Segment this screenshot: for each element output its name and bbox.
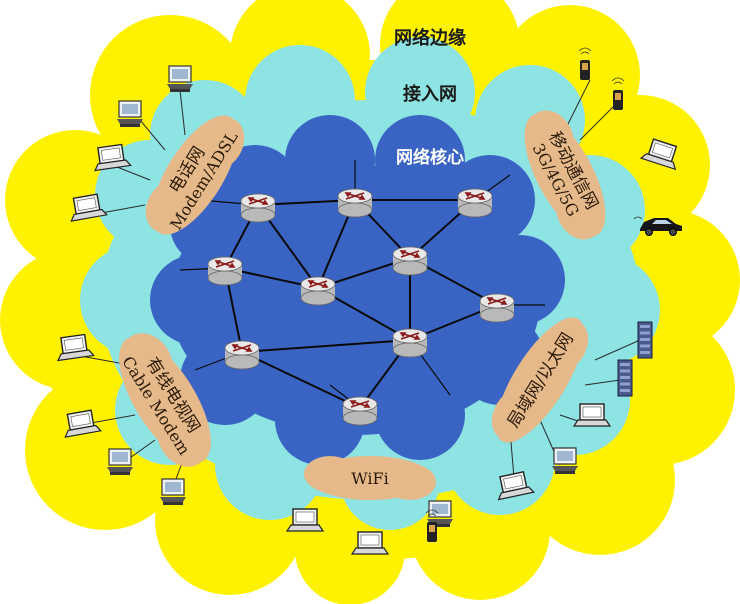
laptop-icon [639,138,678,171]
laptop-icon [350,531,390,555]
mobile-phone-icon [425,509,439,542]
desktop-icon [117,100,143,127]
car-icon [633,216,682,236]
router-icon [224,340,260,370]
server-icon [637,321,653,359]
laptop-icon [285,508,325,532]
router-icon [300,276,336,306]
router-icon [392,246,428,276]
wifi-network-label: WiFi [351,469,389,488]
desktop-icon [160,478,186,505]
server-icon [617,359,633,397]
laptop-icon [56,333,95,362]
desktop-icon [167,65,193,92]
router-icon [207,256,243,286]
router-icon [479,293,515,323]
core-routers [207,188,515,426]
lan-network-blob: 局域网/以太网 [491,317,589,443]
access-network-label: 接入网 [403,83,457,105]
router-icon [342,396,378,426]
desktop-icon [427,500,453,527]
router-icon [337,188,373,218]
network-core-label: 网络核心 [396,147,464,168]
laptop-icon [70,193,108,222]
router-icon [240,193,276,223]
laptop-icon [93,143,132,172]
laptop-icon [497,471,536,501]
mobile-phone-icon [578,47,592,80]
desktop-icon [552,447,578,474]
router-icon [392,328,428,358]
wifi-network-blob: WiFi [304,456,436,500]
network-edge-label: 网络边缘 [394,27,466,49]
mobile-phone-icon [611,77,625,110]
laptop-icon [572,403,612,427]
edge-devices [56,47,682,555]
desktop-icon [107,448,133,475]
laptop-icon [64,409,102,438]
router-icon [457,188,493,218]
